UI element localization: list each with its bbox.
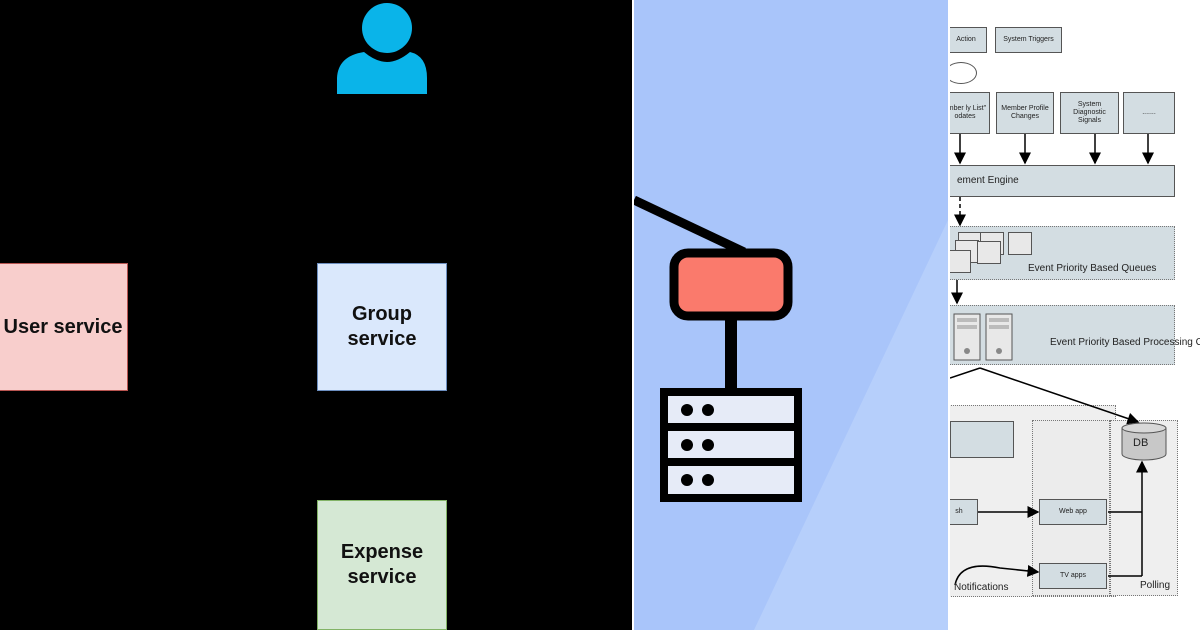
user-service-label: User service [3,315,123,338]
client-box [950,421,1014,458]
push-box: sh [950,499,978,525]
engine-box: ement Engine [950,165,1175,197]
queues-label: Event Priority Based Queues [1028,263,1157,274]
queue-item [950,250,971,273]
web-app-box: Web app [1039,499,1107,525]
action-box: Action [950,27,987,53]
server-illustration [634,195,948,630]
tv-apps-box: TV apps [1039,563,1107,589]
user-service-box: User service [0,263,128,391]
network-cable [634,195,746,257]
polling-label: Polling [1140,580,1171,591]
server-rack-icon [660,388,802,502]
queue-item [1008,232,1032,255]
server-cluster-icon [953,313,1013,361]
member-list-box: ember ly List" odates [950,92,990,134]
system-triggers-box: System Triggers [995,27,1062,53]
notifications-label: Notifications [954,582,1009,593]
queue-item [977,241,1001,264]
profile-changes-box: Member Profile Changes [996,92,1054,134]
event-processing-panel: Action System Triggers ember ly List" od… [950,0,1200,630]
router-icon [669,248,793,321]
connector-arrows [950,134,1154,586]
user-avatar-icon [337,3,427,94]
server-illustration-panel [634,0,948,630]
db-label: DB [1133,437,1149,449]
more-sources-box: ....... [1123,92,1175,134]
database-icon [1121,422,1167,461]
diagnostic-signals-box: System Diagnostic Signals [1060,92,1119,134]
clusters-label: Event Priority Based Processing Clusters [1050,337,1200,348]
start-ellipse [950,62,977,84]
